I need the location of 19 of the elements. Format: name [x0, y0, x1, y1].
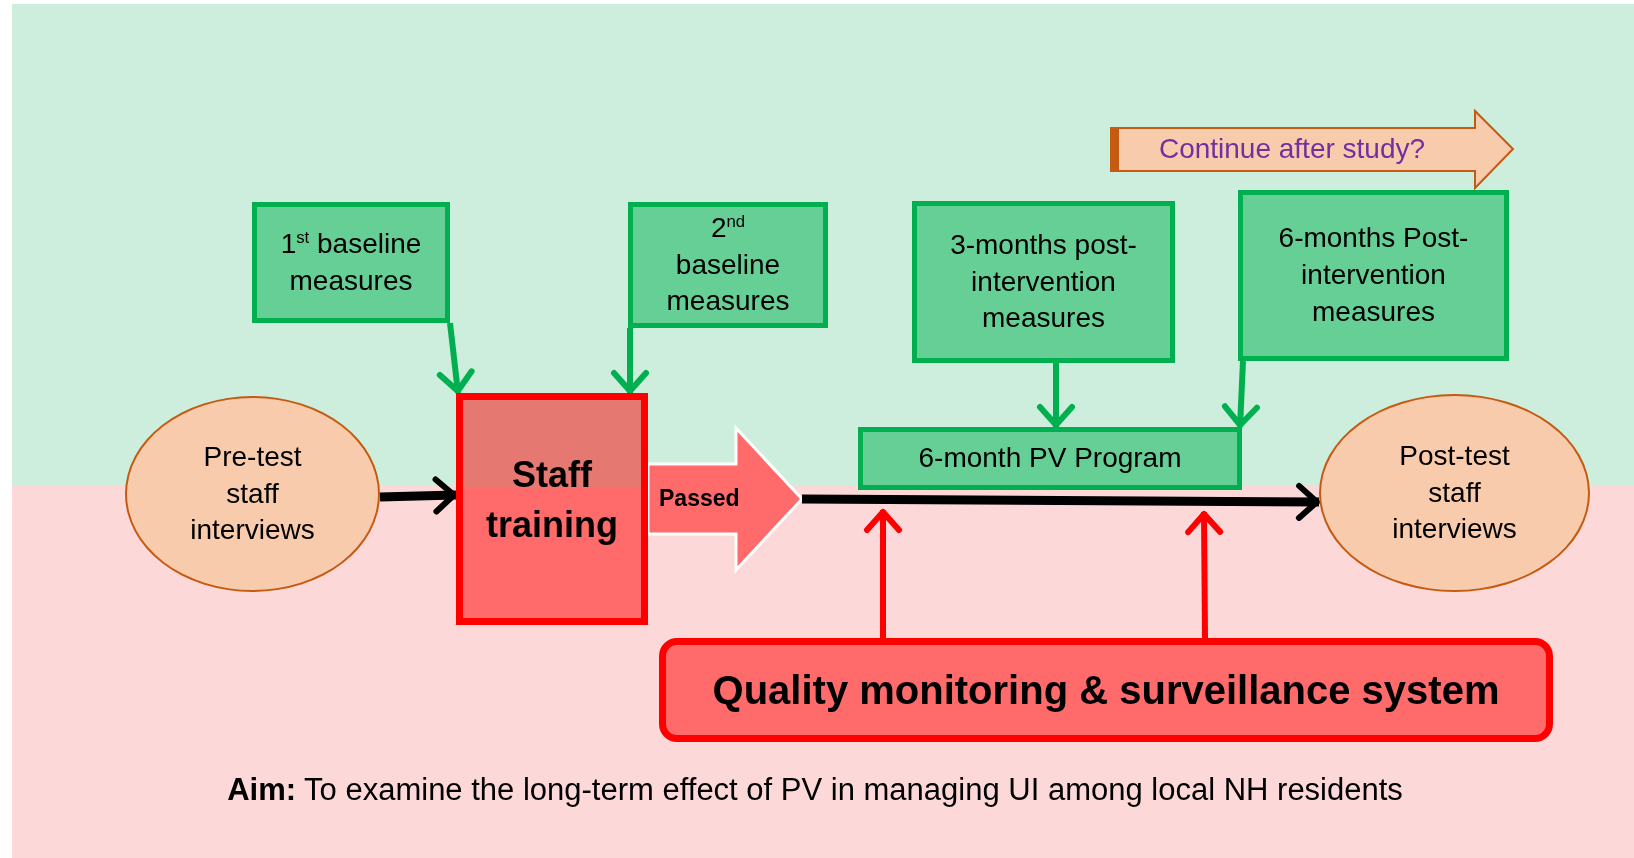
- arrow: [1037, 363, 1075, 428]
- measure-box: 2$^{nd}$ baseline measures: [628, 202, 828, 328]
- caption: Aim: To examine the long-term effect of PV in managing UI among local NH residents: [227, 772, 1403, 807]
- system-box: Quality monitoring & surveillance system: [659, 638, 1553, 742]
- arrow: [801, 482, 1320, 521]
- arrow: [1185, 511, 1224, 639]
- measure-box: 6-months Post-intervention measures: [1238, 190, 1509, 361]
- arrow: [1221, 360, 1260, 428]
- arrow-banner: [1111, 111, 1513, 188]
- training-box: Staff training: [456, 393, 648, 625]
- arrow-text: Continue after study?: [1158, 132, 1426, 166]
- block-arrow: [646, 424, 805, 574]
- arrow: [864, 509, 902, 638]
- program-box: 6-month PV Program: [858, 427, 1242, 490]
- arrow: [436, 322, 475, 394]
- measure-box: 3-months post-intervention measures: [912, 201, 1175, 363]
- arrow: [611, 328, 649, 394]
- arrow: [379, 476, 457, 515]
- measure-box: 1$^{st}$ baseline measures: [252, 202, 450, 323]
